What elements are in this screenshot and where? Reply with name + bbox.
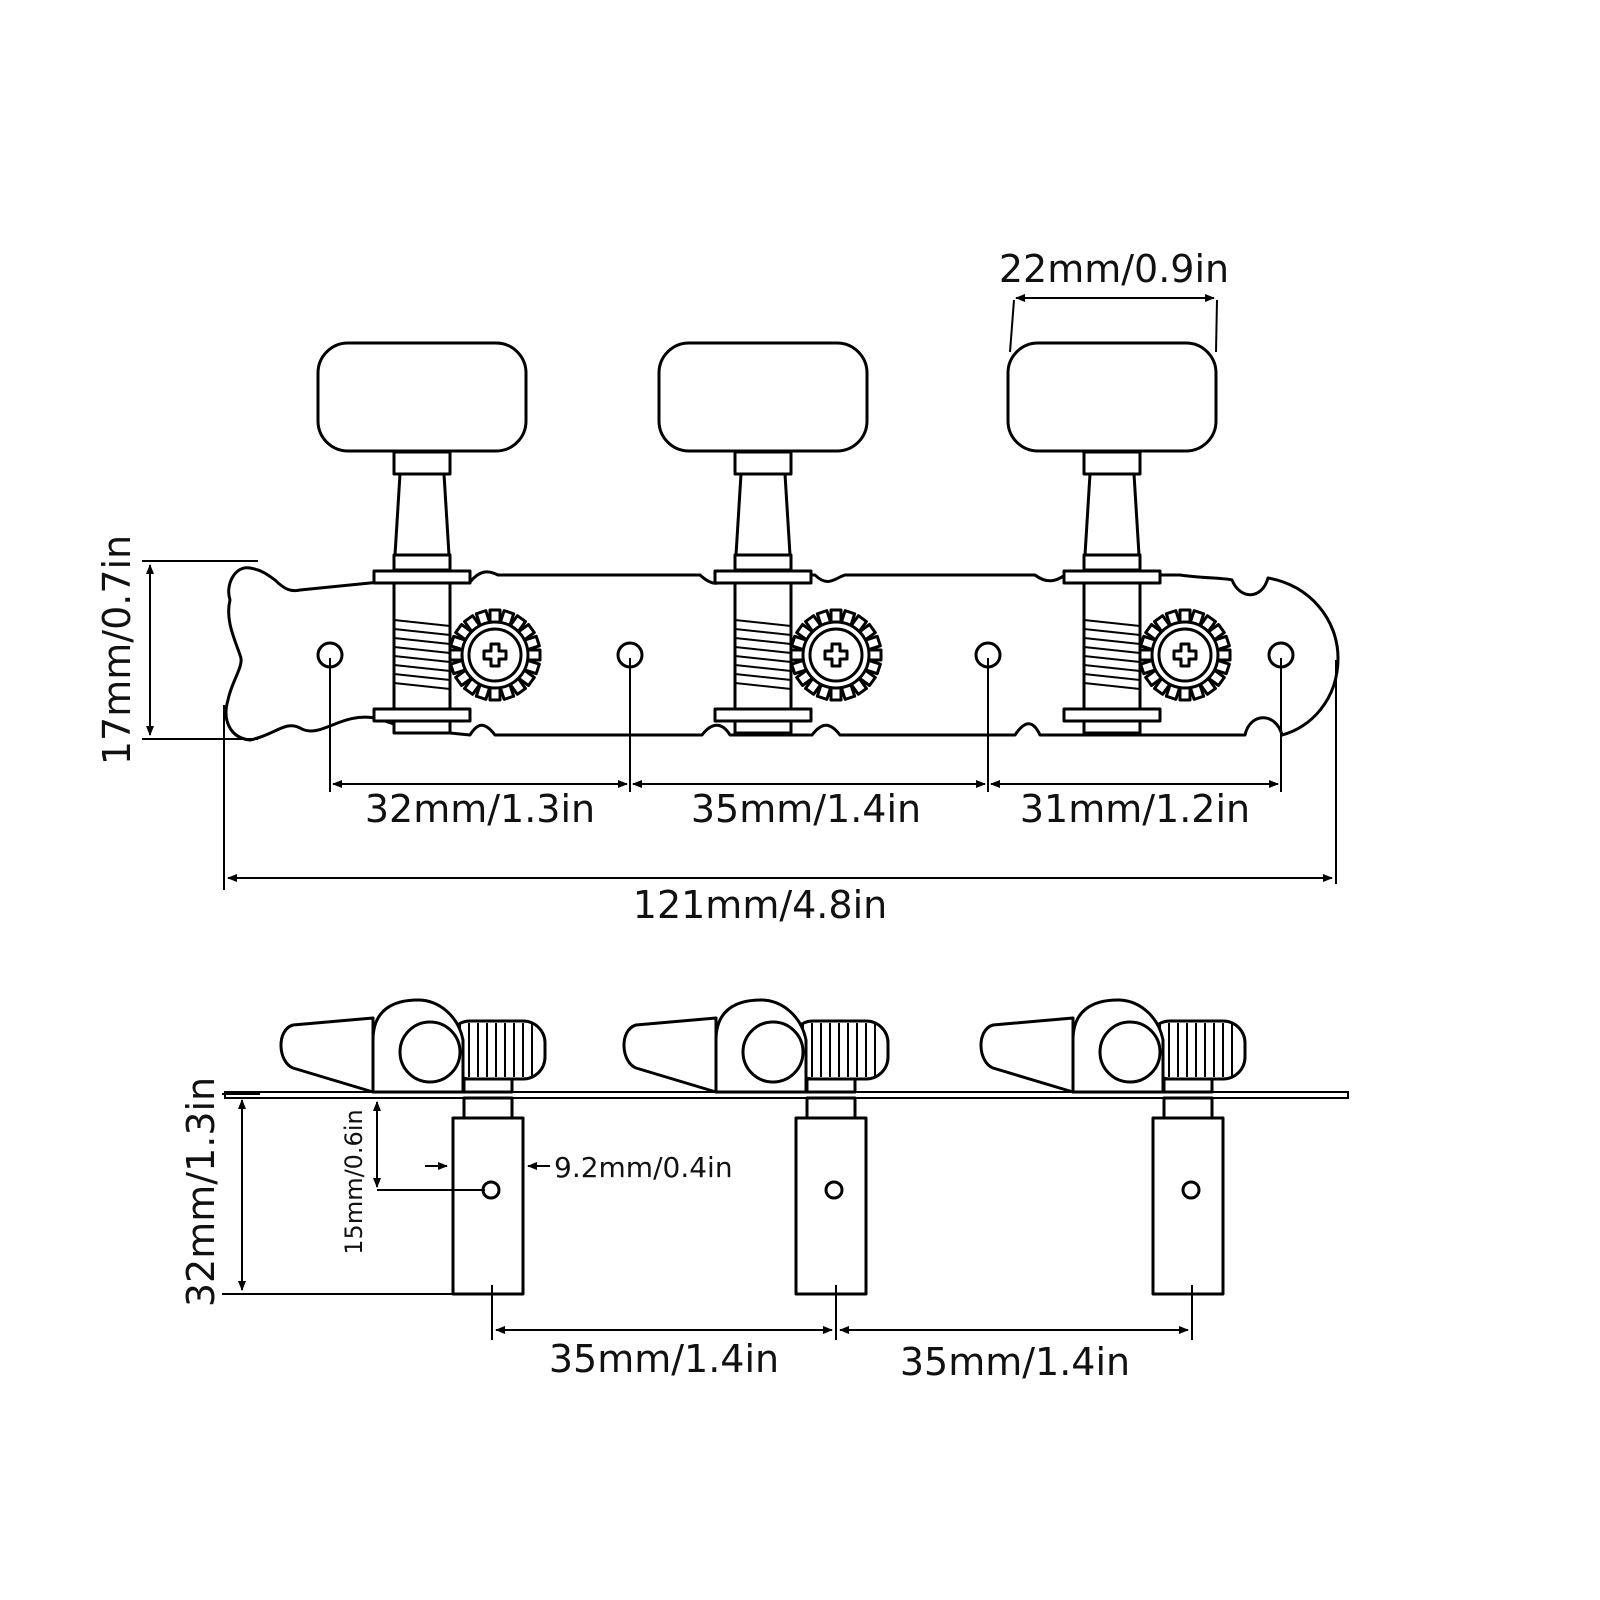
side-tuners xyxy=(279,998,1247,1296)
string-hole xyxy=(481,1180,501,1200)
post-width-label: 9.2mm/0.4in xyxy=(554,1151,733,1184)
button-width-label: 22mm/0.9in xyxy=(999,247,1229,291)
total-length-label: 121mm/4.8in xyxy=(633,883,887,927)
button-collar xyxy=(392,450,452,476)
top-tuners xyxy=(316,341,1232,735)
washer-bottom xyxy=(713,707,813,723)
worm-thread xyxy=(1083,664,1141,672)
worm-thread xyxy=(1083,655,1141,663)
worm-thread xyxy=(1083,673,1141,681)
tuner-button xyxy=(657,341,869,453)
worm-thread xyxy=(1083,637,1141,645)
worm-thread xyxy=(393,682,451,690)
worm-thread xyxy=(734,673,792,681)
side-tuner xyxy=(979,998,1247,1296)
worm-thread xyxy=(734,655,792,663)
string-hole xyxy=(1181,1180,1201,1200)
post-spacing-1-label: 35mm/1.4in xyxy=(549,1337,779,1381)
worm-thread xyxy=(1083,619,1141,627)
worm-thread xyxy=(393,655,451,663)
worm-thread xyxy=(393,628,451,636)
button-shaft xyxy=(393,472,451,557)
worm-end xyxy=(733,719,793,735)
side-tuner xyxy=(622,998,890,1296)
spacing-3-label: 31mm/1.2in xyxy=(1020,787,1250,831)
worm-thread xyxy=(734,682,792,690)
worm-thread xyxy=(393,619,451,627)
worm-thread xyxy=(393,664,451,672)
worm-thread xyxy=(734,619,792,627)
worm-thread xyxy=(734,628,792,636)
tuner-button xyxy=(1006,341,1218,453)
washer-top xyxy=(372,569,472,585)
top-holes xyxy=(316,641,1295,669)
tuner-button xyxy=(316,341,528,453)
key-knob xyxy=(741,1020,805,1084)
worm-thread xyxy=(393,637,451,645)
string-post xyxy=(794,1116,868,1296)
worm-thread xyxy=(1083,628,1141,636)
hole-depth-label: 15mm/0.6in xyxy=(340,1109,368,1254)
collar-bottom xyxy=(1162,1096,1214,1120)
top-tuner xyxy=(1006,341,1232,735)
phillips-screw-icon xyxy=(1172,642,1198,668)
key-blade xyxy=(279,1016,375,1094)
worm-thread xyxy=(1083,646,1141,654)
plate-height-label: 17mm/0.7in xyxy=(95,535,139,765)
top-tuner xyxy=(316,341,542,735)
collar-bottom xyxy=(805,1096,857,1120)
total-height-label: 32mm/1.3in xyxy=(179,1077,223,1307)
washer-top xyxy=(713,569,813,585)
shaft-ring xyxy=(392,553,452,572)
button-shaft xyxy=(1083,472,1141,557)
washer-top xyxy=(1062,569,1162,585)
worm-thread xyxy=(393,673,451,681)
side-view: 32mm/1.3in 15mm/0.6in 9.2mm/0.4in 35mm/1… xyxy=(179,998,1349,1384)
worm-thread xyxy=(734,637,792,645)
side-tuner xyxy=(279,998,547,1296)
key-blade xyxy=(622,1016,718,1094)
shaft-ring xyxy=(733,553,793,572)
worm-thread xyxy=(734,646,792,654)
post-spacing-2-label: 35mm/1.4in xyxy=(900,1340,1130,1384)
key-knob xyxy=(1098,1020,1162,1084)
spacing-2-label: 35mm/1.4in xyxy=(691,787,921,831)
phillips-screw-icon xyxy=(823,642,849,668)
dim-line xyxy=(1009,299,1015,353)
key-blade xyxy=(979,1016,1075,1094)
collar-top xyxy=(462,1077,514,1094)
gear xyxy=(448,608,542,702)
spacing-1-label: 32mm/1.3in xyxy=(365,787,595,831)
collar-bottom xyxy=(462,1096,514,1120)
top-tuner xyxy=(657,341,883,735)
string-hole xyxy=(824,1180,844,1200)
phillips-screw-icon xyxy=(482,642,508,668)
worm-thread xyxy=(1083,682,1141,690)
worm-thread xyxy=(393,646,451,654)
string-post xyxy=(451,1116,525,1296)
shaft-ring xyxy=(1082,553,1142,572)
button-shaft xyxy=(734,472,792,557)
collar-top xyxy=(1162,1077,1214,1094)
gear xyxy=(1138,608,1232,702)
key-knob xyxy=(398,1020,462,1084)
button-collar xyxy=(1082,450,1142,476)
worm-thread xyxy=(734,664,792,672)
worm-end xyxy=(392,719,452,735)
button-collar xyxy=(733,450,793,476)
washer-bottom xyxy=(1062,707,1162,723)
collar-top xyxy=(805,1077,857,1094)
string-post xyxy=(1151,1116,1225,1296)
gear xyxy=(789,608,883,702)
washer-bottom xyxy=(372,707,472,723)
dim-line xyxy=(1215,299,1218,353)
top-view: 22mm/0.9in 17mm/0.7in 32mm/1.3in 35mm/1.… xyxy=(95,247,1340,927)
worm-end xyxy=(1082,719,1142,735)
